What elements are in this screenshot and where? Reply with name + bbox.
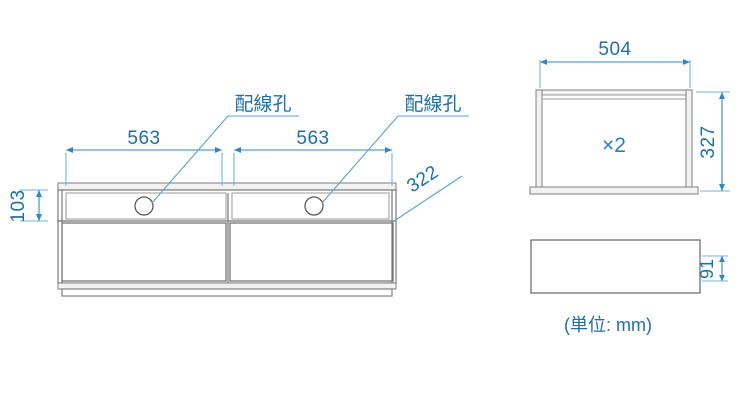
dim-arrow-103-bottom bbox=[36, 214, 42, 221]
front-door-right bbox=[229, 222, 394, 282]
shelf-board-rect bbox=[530, 239, 701, 294]
side-top-rail bbox=[537, 89, 691, 96]
side-view-quantity-label: ×2 bbox=[602, 134, 626, 157]
cable-hole-left-circle bbox=[134, 196, 154, 216]
dim-value-shelf-height: 103 bbox=[8, 189, 29, 222]
dim-value-shelf-thickness: 91 bbox=[697, 259, 717, 279]
dim-arrow-left-start bbox=[66, 147, 73, 153]
dim-value-side-width: 504 bbox=[598, 39, 631, 60]
dim-arrow-504-start bbox=[540, 59, 547, 65]
dim-arrow-91-top bbox=[719, 256, 725, 262]
cable-hole-left-label: 配線孔 bbox=[234, 93, 291, 115]
dimension-side-width: 504 bbox=[539, 39, 691, 88]
cable-hole-left-leader bbox=[151, 115, 229, 204]
dim-arrow-327-top bbox=[719, 92, 725, 99]
dim-arrow-right-start bbox=[234, 147, 241, 153]
dim-arrow-right-end bbox=[385, 147, 392, 153]
dim-arrow-103-top bbox=[36, 190, 42, 197]
front-top-panel bbox=[57, 182, 397, 191]
side-view: ×2 bbox=[529, 89, 699, 195]
dim-leader-322 bbox=[393, 175, 463, 222]
dimension-shelf-height: 103 bbox=[8, 189, 48, 223]
side-left-post bbox=[535, 89, 543, 188]
front-view bbox=[57, 182, 397, 297]
dim-value-width-right: 563 bbox=[296, 128, 329, 149]
dim-value-width-left: 563 bbox=[127, 128, 160, 149]
dim-arrow-504-end bbox=[683, 59, 690, 65]
dim-arrow-91-bottom bbox=[719, 275, 725, 281]
front-base-rail bbox=[57, 282, 397, 290]
dimension-side-height: 327 bbox=[696, 91, 730, 192]
dimension-shelf-thickness: 91 bbox=[697, 255, 728, 282]
annotation-cable-hole-right: 配線孔 bbox=[321, 93, 469, 204]
dimension-width-right: 563 bbox=[233, 128, 393, 186]
shelf-board-view bbox=[530, 239, 701, 294]
front-door-left bbox=[61, 222, 227, 282]
side-top-rail-inner bbox=[540, 94, 688, 100]
dim-arrow-327-bottom bbox=[719, 184, 725, 191]
annotation-cable-hole-left: 配線孔 bbox=[151, 93, 299, 204]
side-right-post bbox=[685, 89, 693, 188]
dim-arrow-left-end bbox=[215, 147, 222, 153]
side-base-panel bbox=[529, 186, 699, 195]
unit-note: (単位: mm) bbox=[564, 315, 652, 335]
cable-hole-right-leader bbox=[321, 115, 399, 204]
dim-value-side-height: 327 bbox=[698, 125, 719, 158]
dimension-width-left: 563 bbox=[65, 128, 223, 186]
cable-hole-right-label: 配線孔 bbox=[404, 93, 461, 115]
cable-hole-right-circle bbox=[304, 196, 324, 216]
front-base-plinth bbox=[61, 288, 393, 297]
